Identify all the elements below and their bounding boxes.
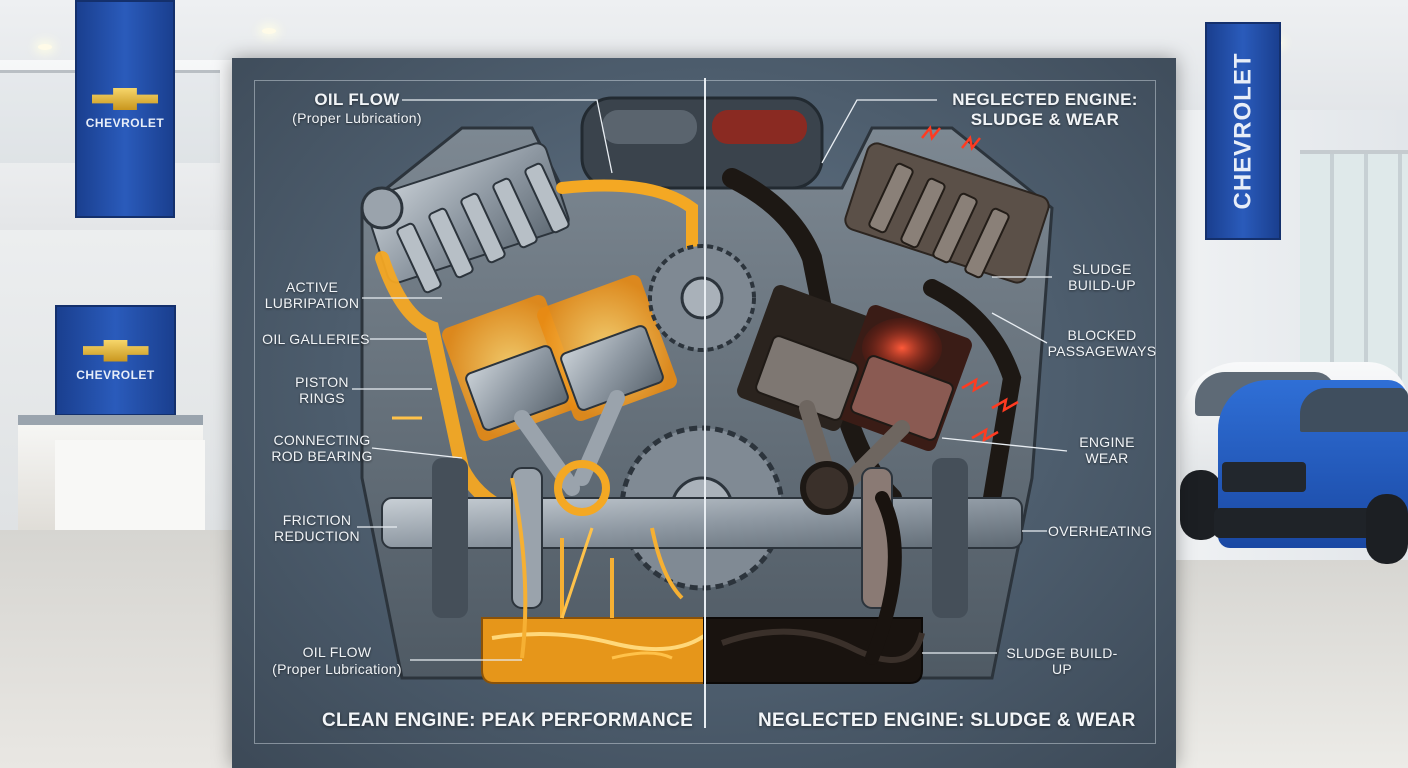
label-sludge-build-up-bottom: SLUDGE BUILD-UP — [997, 645, 1127, 677]
chevrolet-vertical-banner: CHEVROLET — [1205, 22, 1281, 240]
label-active-lubripation: ACTIVE LUBRIPATION — [252, 279, 372, 311]
left-valve-train — [360, 142, 570, 294]
label-blocked-passageways-line1: BLOCKED — [1067, 327, 1137, 343]
label-active-lubripation-line1: ACTIVE — [285, 279, 339, 295]
blue-suv-grille — [1222, 462, 1306, 492]
label-blocked-passageways: BLOCKED PASSAGEWAYS — [1042, 327, 1162, 359]
ceiling-light — [38, 44, 52, 50]
label-friction-reduction: FRICTION REDUCTION — [262, 512, 372, 544]
center-divider — [704, 78, 706, 728]
banner-brand-word: CHEVROLET — [85, 116, 165, 130]
wall-sign-brand-word: CHEVROLET — [76, 367, 155, 382]
label-piston-rings-line2: RINGS — [299, 390, 345, 406]
label-connecting-rod-bearing-line2: ROD BEARING — [271, 448, 373, 464]
chevrolet-bowtie-logo — [82, 339, 149, 362]
label-sludge-build-up-line2: BUILD-UP — [1068, 277, 1136, 293]
showroom-floor-right — [1176, 560, 1408, 768]
left-footer-caption: CLEAN ENGINE: PEAK PERFORMANCE — [322, 710, 694, 731]
label-overheating: OVERHEATING — [1048, 523, 1153, 539]
right-top-neglected-line2: SLUDGE & WEAR — [970, 110, 1120, 129]
vertical-banner-brand-word: CHEVROLET — [1229, 52, 1257, 210]
left-bottom-oil-flow-title: OIL FLOW — [302, 644, 372, 660]
sludge-oil-pan — [703, 491, 925, 684]
engine-comparison-poster: OIL FLOW (Proper Lubrication) ACTIVE LUB… — [232, 58, 1176, 768]
showroom-floor-left — [0, 530, 232, 768]
left-top-oil-flow-title: OIL FLOW — [314, 90, 400, 109]
label-sludge-build-up-line1: SLUDGE — [1072, 261, 1132, 277]
right-top-neglected-title: NEGLECTED ENGINE: SLUDGE & WEAR — [940, 90, 1150, 130]
left-cylinders — [375, 179, 698, 525]
chevrolet-wall-sign: CHEVROLET — [55, 305, 176, 416]
overheating-sparks — [921, 125, 1019, 443]
label-sludge-build-up-bottom-line1: SLUDGE BUILD-UP — [1006, 645, 1118, 677]
oil-flow-arrows — [392, 416, 673, 660]
label-piston-rings: PISTON RINGS — [262, 374, 382, 406]
left-top-oil-flow-subtitle: (Proper Lubrication) — [292, 110, 422, 126]
clean-oil-pan — [481, 477, 706, 684]
crankshaft — [381, 458, 1023, 618]
label-overheating-line1: OVERHEATING — [1048, 523, 1153, 539]
label-oil-galleries-line1: OIL GALLERIES — [262, 331, 370, 347]
chevrolet-hanging-banner: CHEVROLET — [75, 0, 175, 218]
chevrolet-bowtie-logo — [92, 88, 158, 110]
label-connecting-rod-bearing: CONNECTING ROD BEARING — [262, 432, 382, 464]
left-bottom-oil-flow-subtitle: (Proper Lubrication) — [272, 661, 402, 677]
right-footer-caption: NEGLECTED ENGINE: SLUDGE & WEAR — [758, 710, 1136, 731]
blue-suv-wheel — [1366, 494, 1408, 564]
engine-cutaway-illustration — [352, 96, 1068, 684]
right-leader-lines — [821, 99, 1068, 654]
label-sludge-build-up: SLUDGE BUILD-UP — [1052, 261, 1152, 293]
label-active-lubripation-line2: LUBRIPATION — [264, 295, 360, 311]
ceiling-light — [262, 28, 276, 34]
right-valve-train — [844, 142, 1050, 284]
label-blocked-passageways-line2: PASSAGEWAYS — [1047, 343, 1157, 359]
right-cylinders — [722, 168, 1022, 508]
showroom-windows — [1300, 150, 1408, 384]
right-top-neglected-line1: NEGLECTED ENGINE: — [952, 90, 1138, 109]
label-engine-wear-line2: WEAR — [1085, 450, 1129, 466]
label-friction-reduction-line2: REDUCTION — [274, 528, 360, 544]
label-friction-reduction-line1: FRICTION — [282, 512, 352, 528]
label-engine-wear-line1: ENGINE — [1079, 434, 1135, 450]
left-leader-lines — [352, 99, 613, 661]
label-piston-rings-line1: PISTON — [295, 374, 349, 390]
blue-suv-bumper — [1214, 508, 1374, 538]
label-oil-galleries: OIL GALLERIES — [252, 331, 380, 347]
blue-suv-windshield — [1300, 388, 1408, 432]
reception-counter-front — [55, 440, 205, 530]
label-engine-wear: ENGINE WEAR — [1062, 434, 1152, 466]
label-connecting-rod-bearing-line1: CONNECTING — [273, 432, 371, 448]
